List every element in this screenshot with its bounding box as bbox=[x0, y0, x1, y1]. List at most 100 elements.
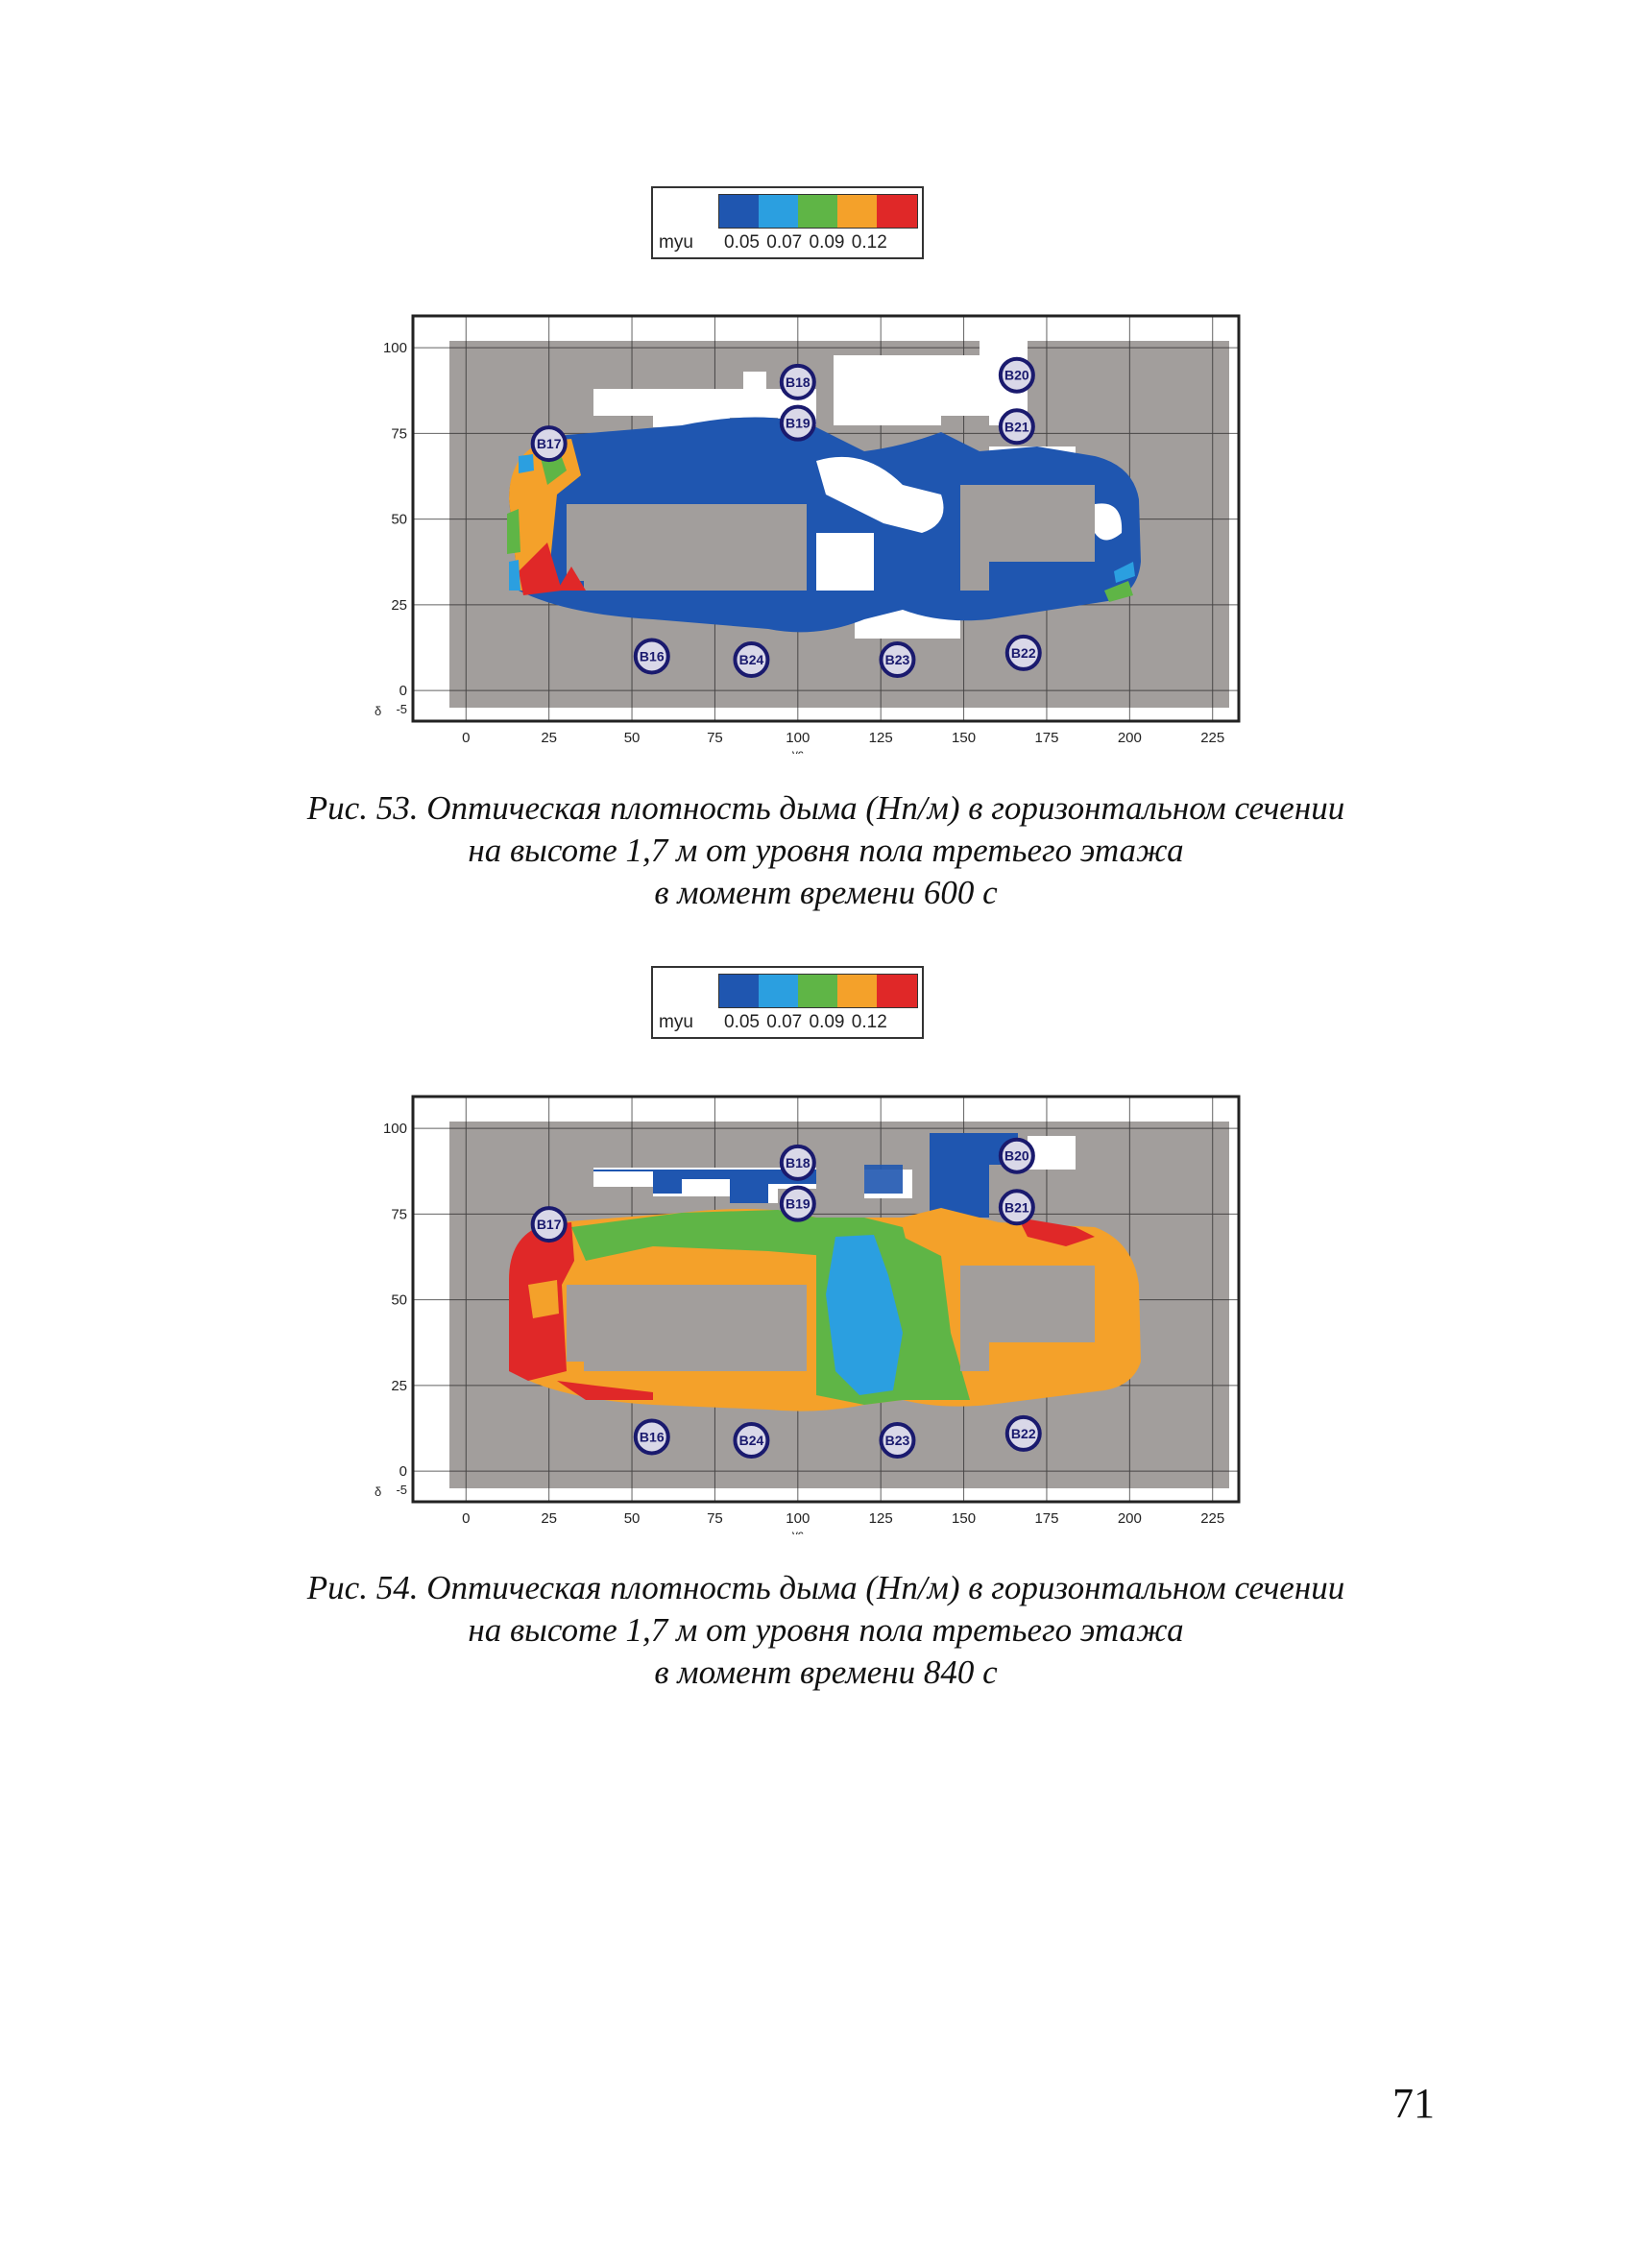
marker-circle bbox=[633, 1418, 670, 1456]
marker-circle bbox=[530, 1206, 568, 1243]
marker-circle bbox=[879, 1422, 916, 1460]
caption-line: Рис. 53. Оптическая плотность дыма (Нп/м… bbox=[306, 789, 1345, 827]
marker-circle bbox=[779, 363, 816, 400]
marker-circle bbox=[733, 641, 770, 679]
marker-circle bbox=[530, 425, 568, 463]
marker-circle bbox=[1004, 1414, 1042, 1452]
x-tick-label: 175 bbox=[1034, 730, 1058, 746]
marker-label: B18 bbox=[786, 1155, 810, 1170]
sensor-marker-b20: B20 bbox=[998, 356, 1035, 394]
y-tick-label: 75 bbox=[391, 425, 407, 442]
x-tick-label: 100 bbox=[786, 730, 810, 746]
marker-circle bbox=[633, 638, 670, 675]
x-tick-label: 25 bbox=[541, 730, 557, 746]
marker-circle bbox=[879, 641, 916, 679]
scale-color-3 bbox=[798, 195, 837, 228]
sensor-marker-b16: B16 bbox=[633, 638, 670, 675]
x-tick-label: 75 bbox=[707, 1510, 723, 1527]
x-tick-label: 150 bbox=[952, 730, 976, 746]
x-tick-label: 0 bbox=[462, 1510, 470, 1527]
caption-line: Рис. 54. Оптическая плотность дыма (Нп/м… bbox=[306, 1569, 1345, 1606]
sensor-marker-b17: B17 bbox=[530, 1206, 568, 1243]
marker-circle bbox=[998, 1189, 1035, 1226]
x-tick-label: 150 bbox=[952, 1510, 976, 1527]
marker-label: B18 bbox=[786, 374, 810, 390]
marker-circle bbox=[733, 1422, 770, 1460]
scale-color-1 bbox=[719, 195, 759, 228]
marker-label: B24 bbox=[739, 1433, 764, 1448]
marker-label: B20 bbox=[1004, 368, 1029, 383]
scale-color-3 bbox=[798, 975, 837, 1007]
color-scale-bar bbox=[718, 974, 918, 1008]
y-tick-label: 0 bbox=[399, 1463, 407, 1480]
x-tick-label: 75 bbox=[707, 730, 723, 746]
y-tick-label: 50 bbox=[391, 512, 407, 528]
x-tick-label: 175 bbox=[1034, 1510, 1058, 1527]
marker-label: B24 bbox=[739, 652, 764, 667]
x-tick-label: 225 bbox=[1200, 1510, 1224, 1527]
x-tick-label: 125 bbox=[869, 730, 893, 746]
marker-circle bbox=[998, 356, 1035, 394]
marker-circle bbox=[779, 1144, 816, 1181]
legend-unit: myu bbox=[659, 232, 693, 253]
sensor-marker-b18: B18 bbox=[779, 1144, 816, 1181]
x-axis-label: ус bbox=[792, 747, 804, 754]
marker-circle bbox=[998, 408, 1035, 446]
marker-label: B19 bbox=[786, 1196, 810, 1212]
scale-color-4 bbox=[837, 195, 877, 228]
marker-label: B23 bbox=[885, 652, 910, 667]
caption-line: в момент времени 840 с bbox=[654, 1653, 998, 1691]
marker-label: B21 bbox=[1004, 1199, 1029, 1215]
marker-circle bbox=[779, 404, 816, 442]
y-axis-label: δ bbox=[375, 1484, 381, 1499]
sensor-marker-b21: B21 bbox=[998, 408, 1035, 446]
y-tick-label: 100 bbox=[383, 1121, 407, 1137]
marker-label: B20 bbox=[1004, 1148, 1029, 1164]
marker-circle bbox=[998, 1137, 1035, 1174]
sensor-marker-b18: B18 bbox=[779, 363, 816, 400]
sensor-marker-b23: B23 bbox=[879, 641, 916, 679]
sensor-marker-b19: B19 bbox=[779, 1185, 816, 1222]
y-tick-label: 0 bbox=[399, 683, 407, 699]
y-tick-label: 25 bbox=[391, 1378, 407, 1394]
marker-label: B19 bbox=[786, 416, 810, 431]
legend-fig54: myu 0.05 0.07 0.09 0.12 bbox=[651, 966, 924, 1039]
sensor-marker-b22: B22 bbox=[1004, 634, 1042, 671]
caption-line: на высоте 1,7 м от уровня пола третьего … bbox=[468, 1611, 1184, 1649]
x-tick-label: 225 bbox=[1200, 730, 1224, 746]
sensor-marker-b21: B21 bbox=[998, 1189, 1035, 1226]
x-tick-label: 125 bbox=[869, 1510, 893, 1527]
figure-caption-54: Рис. 54. Оптическая плотность дыма (Нп/м… bbox=[144, 1567, 1508, 1694]
x-axis-label: ус bbox=[792, 1528, 804, 1534]
sensor-marker-b17: B17 bbox=[530, 425, 568, 463]
legend-ticks: 0.05 0.07 0.09 0.12 bbox=[724, 232, 887, 253]
marker-circle bbox=[779, 1185, 816, 1222]
figure-caption-53: Рис. 53. Оптическая плотность дыма (Нп/м… bbox=[144, 787, 1508, 914]
x-tick-label: 25 bbox=[541, 1510, 557, 1527]
legend-unit: myu bbox=[659, 1012, 693, 1032]
scale-color-4 bbox=[837, 975, 877, 1007]
marker-label: B17 bbox=[537, 1217, 562, 1232]
y-tick-label: 75 bbox=[391, 1206, 407, 1222]
marker-label: B17 bbox=[537, 436, 562, 451]
scale-color-1 bbox=[719, 975, 759, 1007]
y-tick-label: 25 bbox=[391, 597, 407, 614]
marker-label: B22 bbox=[1011, 645, 1036, 661]
sensor-marker-b16: B16 bbox=[633, 1418, 670, 1456]
marker-label: B21 bbox=[1004, 419, 1029, 434]
marker-label: B23 bbox=[885, 1433, 910, 1448]
marker-circle bbox=[1004, 634, 1042, 671]
marker-label: B16 bbox=[640, 1429, 665, 1444]
x-tick-label: 50 bbox=[624, 1510, 641, 1527]
sensor-marker-b24: B24 bbox=[733, 1422, 770, 1460]
scale-color-2 bbox=[759, 195, 798, 228]
y-tick-label: -5 bbox=[396, 702, 407, 716]
y-tick-label: 100 bbox=[383, 340, 407, 356]
scale-color-2 bbox=[759, 975, 798, 1007]
marker-label: B22 bbox=[1011, 1426, 1036, 1441]
page-number: 71 bbox=[1392, 2080, 1435, 2127]
sensor-marker-b24: B24 bbox=[733, 641, 770, 679]
x-tick-label: 200 bbox=[1118, 1510, 1142, 1527]
sensor-marker-b20: B20 bbox=[998, 1137, 1035, 1174]
